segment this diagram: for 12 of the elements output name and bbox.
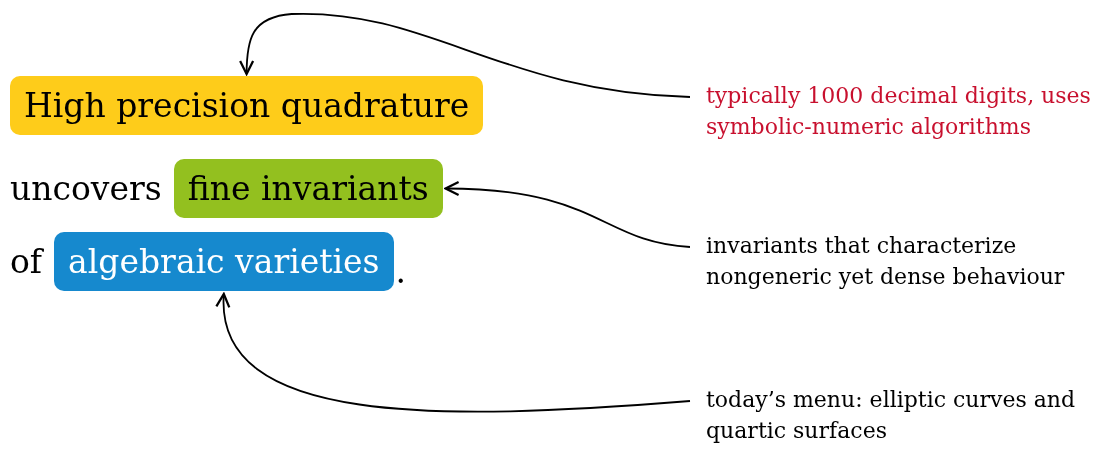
highlighted-term: algebraic varieties (54, 232, 394, 291)
sentence-text: of (10, 242, 43, 281)
highlighted-term: High precision quadrature (10, 76, 484, 135)
annotation-note: today’s menu: elliptic curves and quartic surfaces (706, 384, 1101, 446)
curved-arrow (444, 181, 691, 248)
annotation-note: invariants that characterize nongeneric yet dense behaviour (706, 230, 1101, 292)
curved-arrow (217, 292, 691, 413)
curved-arrow (239, 13, 691, 98)
annotation-note: typically 1000 decimal digits, uses symbolic-numeric algorithms (706, 80, 1101, 142)
highlighted-term: fine invariants (173, 159, 443, 218)
sentence-text: . (395, 252, 407, 291)
sentence-text: uncovers (10, 169, 162, 208)
